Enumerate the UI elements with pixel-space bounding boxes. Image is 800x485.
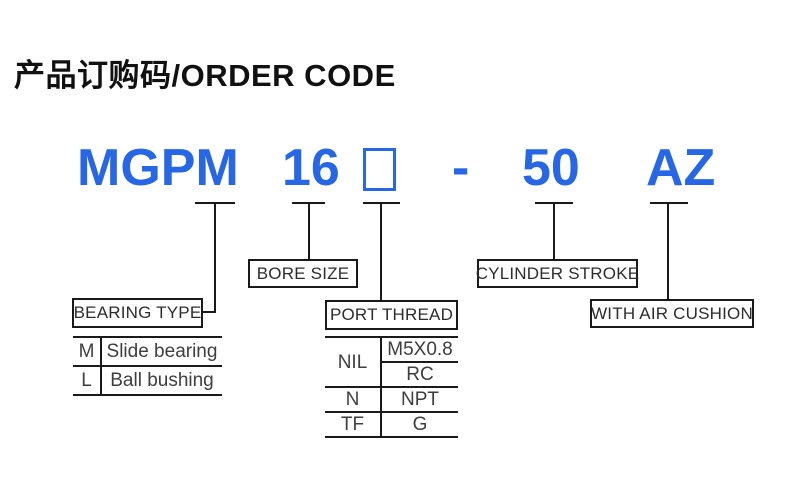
bearing-code-cell: L: [73, 365, 102, 396]
code-segment-suffix: AZ: [646, 139, 716, 197]
leader-stroke: [553, 202, 555, 260]
leader-model: [214, 202, 216, 313]
port-desc-cell: RC: [381, 361, 458, 388]
leader-cushion: [667, 202, 669, 300]
port-desc-cell: G: [381, 411, 458, 438]
callout-bearing-type: BEARING TYPE: [72, 298, 203, 328]
code-segment-stroke: 50: [522, 139, 580, 197]
table-row: N NPT: [325, 386, 458, 413]
leader-port: [380, 202, 382, 301]
leader-bore: [308, 202, 310, 260]
tick-cushion: [650, 202, 688, 204]
port-code-cell: TF: [325, 411, 382, 438]
port-desc-cell: NPT: [381, 386, 458, 413]
leader-model-jog: [201, 311, 216, 313]
page-title: 产品订购码/ORDER CODE: [14, 58, 396, 93]
port-code-cell: NIL: [325, 336, 382, 388]
bearing-code-cell: M: [73, 336, 102, 367]
code-segment-bore: 16: [282, 139, 340, 197]
table-row: M Slide bearing: [73, 336, 222, 367]
callout-cylinder-stroke: CYLINDER STROKE: [476, 259, 639, 288]
bearing-desc-cell: Slide bearing: [101, 336, 222, 367]
table-row: L Ball bushing: [73, 365, 222, 396]
callout-air-cushion: WITH AIR CUSHION: [590, 299, 754, 328]
table-row: TF G: [325, 411, 458, 438]
table-row: NIL M5X0.8: [325, 336, 458, 388]
code-segment-dash: -: [452, 139, 470, 197]
callout-bore-size: BORE SIZE: [248, 259, 358, 288]
port-thread-table: NIL M5X0.8 RC N NPT TF G: [325, 336, 458, 438]
code-blank-option-box: [363, 148, 396, 191]
table-row: RC: [325, 361, 458, 388]
bearing-desc-cell: Ball bushing: [101, 365, 222, 396]
bearing-type-table: M Slide bearing L Ball bushing: [73, 336, 222, 396]
callout-port-thread: PORT THREAD: [325, 300, 458, 330]
port-code-cell: N: [325, 386, 382, 413]
code-segment-model: MGPM: [77, 139, 239, 197]
port-desc-cell: M5X0.8: [381, 336, 458, 363]
